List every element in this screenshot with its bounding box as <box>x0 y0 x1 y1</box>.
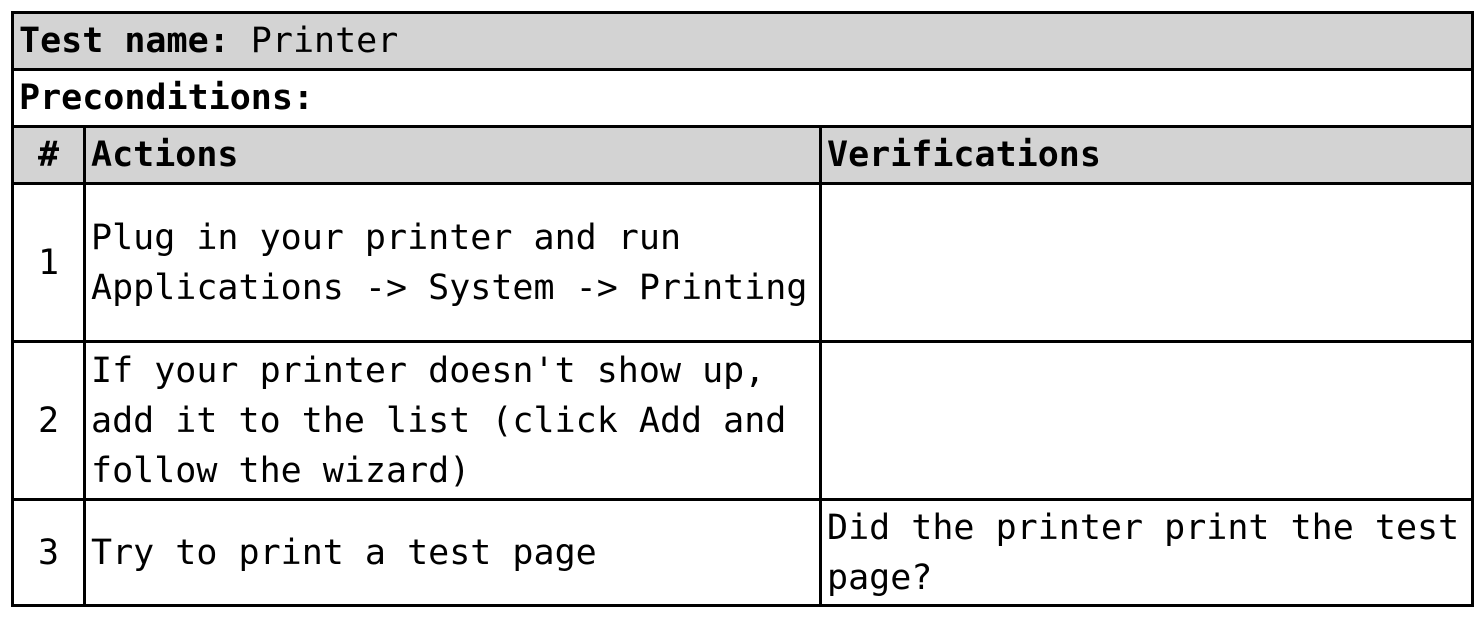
step-action: Plug in your printer and run Application… <box>83 182 822 343</box>
test-name-row: Test name: Printer <box>10 11 1475 71</box>
test-case-table: Test name: Printer Preconditions: # Acti… <box>10 11 1475 607</box>
step-action: Try to print a test page <box>83 498 822 607</box>
step-action: If your printer doesn't show up, add it … <box>83 340 822 501</box>
column-header-number: # <box>11 125 86 185</box>
test-name-value: Printer <box>250 21 399 61</box>
step-verification: Did the printer print the test page? <box>818 498 1475 607</box>
step-verification <box>818 340 1475 501</box>
column-header-actions: Actions <box>83 125 822 185</box>
preconditions-label: Preconditions: <box>19 78 315 118</box>
table-header-row: # Actions Verifications <box>11 125 1475 185</box>
test-name-cell: Test name: Printer <box>10 11 1475 71</box>
test-case-document: Test name: Printer Preconditions: # Acti… <box>10 11 1475 607</box>
table-row: 3 Try to print a test page Did the print… <box>11 498 1475 607</box>
test-name-label: Test name: <box>19 21 230 61</box>
table-row: 2 If your printer doesn't show up, add i… <box>11 340 1475 501</box>
step-number: 3 <box>11 498 86 607</box>
table-row: 1 Plug in your printer and run Applicati… <box>11 182 1475 343</box>
preconditions-cell: Preconditions: <box>10 68 1475 128</box>
column-header-verifications: Verifications <box>818 125 1475 185</box>
step-verification <box>818 182 1475 343</box>
step-number: 2 <box>11 340 86 501</box>
preconditions-row: Preconditions: <box>10 68 1475 128</box>
step-number: 1 <box>11 182 86 343</box>
